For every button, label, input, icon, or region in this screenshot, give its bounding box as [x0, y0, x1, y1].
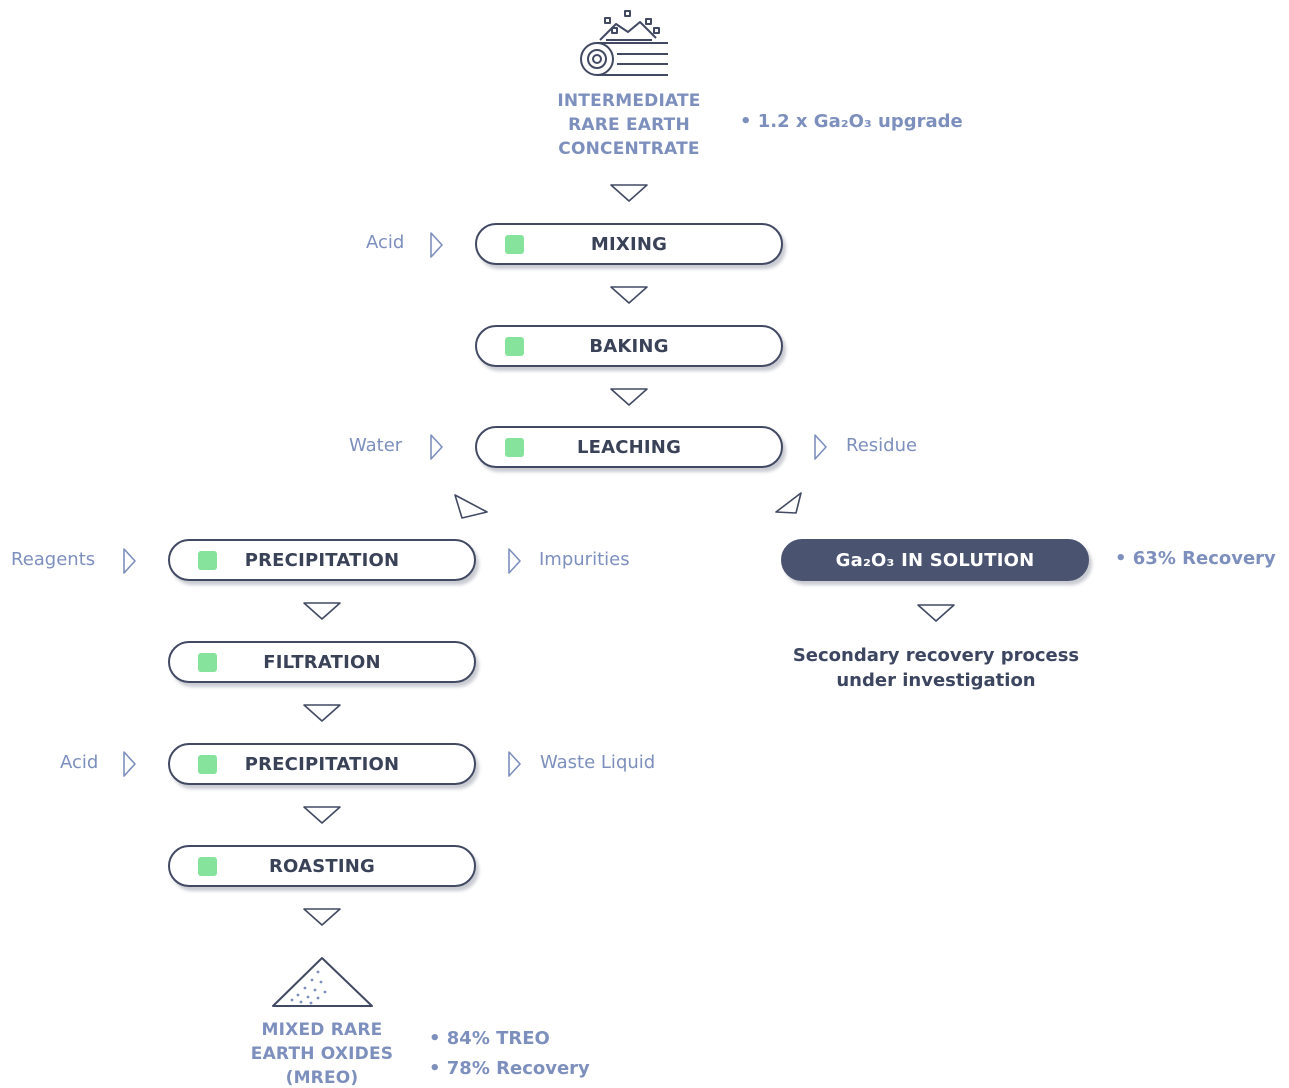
down-arrow-icon — [917, 604, 955, 622]
source-label-line: INTERMEDIATE — [557, 91, 701, 111]
note-line: under investigation — [836, 670, 1036, 691]
output-residue: Residue — [846, 435, 918, 456]
step-indicator — [198, 551, 217, 570]
diagonal-arrow-left-icon — [454, 494, 488, 519]
input-water: Water — [349, 435, 403, 456]
step-indicator — [505, 235, 524, 254]
step-filtration: FILTRATION — [168, 641, 476, 683]
step-baking: BAKING — [475, 325, 783, 367]
down-arrow-icon — [303, 602, 341, 620]
powder-pile-icon — [272, 957, 373, 1007]
step-indicator — [198, 755, 217, 774]
step-leaching: LEACHING — [475, 426, 783, 468]
down-arrow-icon — [610, 184, 648, 202]
input-arrow-icon — [430, 232, 443, 258]
step-precipitation-2: PRECIPITATION — [168, 743, 476, 785]
diagonal-arrow-right-icon — [775, 492, 802, 514]
source-bullet: • 1.2 x Ga₂O₃ upgrade — [740, 111, 963, 132]
secondary-recovery-note: Secondary recovery process under investi… — [786, 643, 1086, 693]
step-indicator — [198, 653, 217, 672]
step-label: LEACHING — [576, 436, 682, 458]
input-arrow-icon — [430, 434, 443, 460]
output-arrow-icon — [508, 548, 521, 574]
step-label: FILTRATION — [263, 651, 381, 673]
input-acid-1: Acid — [366, 232, 405, 253]
note-line: Secondary recovery process — [792, 645, 1080, 666]
down-arrow-icon — [610, 388, 648, 406]
product-label: MIXED RARE EARTH OXIDES (MREO) — [222, 1018, 422, 1088]
step-label: PRECIPITATION — [244, 549, 400, 571]
down-arrow-icon — [303, 704, 341, 722]
source-label: INTERMEDIATE RARE EARTH CONCENTRATE — [529, 89, 729, 161]
product-label-line: MIXED RARE — [261, 1020, 383, 1040]
down-arrow-icon — [610, 286, 648, 304]
step-label: PRECIPITATION — [244, 753, 400, 775]
step-label: BAKING — [589, 335, 669, 357]
step-roasting: ROASTING — [168, 845, 476, 887]
step-mixing: MIXING — [475, 223, 783, 265]
output-arrow-icon — [508, 751, 521, 777]
step-indicator — [505, 337, 524, 356]
step-indicator — [198, 857, 217, 876]
product-label-line: EARTH OXIDES — [250, 1044, 394, 1064]
step-label: ROASTING — [269, 855, 375, 877]
source-label-line: CONCENTRATE — [558, 139, 700, 159]
step-label: Ga₂O₃ IN SOLUTION — [835, 549, 1035, 571]
ga-recovery-bullet: • 63% Recovery — [1115, 548, 1276, 569]
output-arrow-icon — [814, 434, 827, 460]
output-waste-liquid: Waste Liquid — [540, 752, 656, 773]
step-ga-solution: Ga₂O₃ IN SOLUTION — [781, 539, 1089, 581]
product-bullet-treo: • 84% TREO — [429, 1028, 550, 1049]
step-precipitation-1: PRECIPITATION — [168, 539, 476, 581]
product-label-line: (MREO) — [285, 1068, 359, 1088]
input-reagents: Reagents — [11, 549, 96, 570]
input-arrow-icon — [123, 548, 136, 574]
step-label: MIXING — [590, 233, 668, 255]
step-indicator — [505, 438, 524, 457]
source-label-line: RARE EARTH — [568, 115, 690, 135]
input-acid-2: Acid — [60, 752, 99, 773]
down-arrow-icon — [303, 908, 341, 926]
input-arrow-icon — [123, 751, 136, 777]
conveyor-belt-ore-icon — [580, 10, 668, 76]
down-arrow-icon — [303, 806, 341, 824]
output-impurities: Impurities — [539, 549, 630, 570]
product-bullet-recovery: • 78% Recovery — [429, 1058, 590, 1079]
